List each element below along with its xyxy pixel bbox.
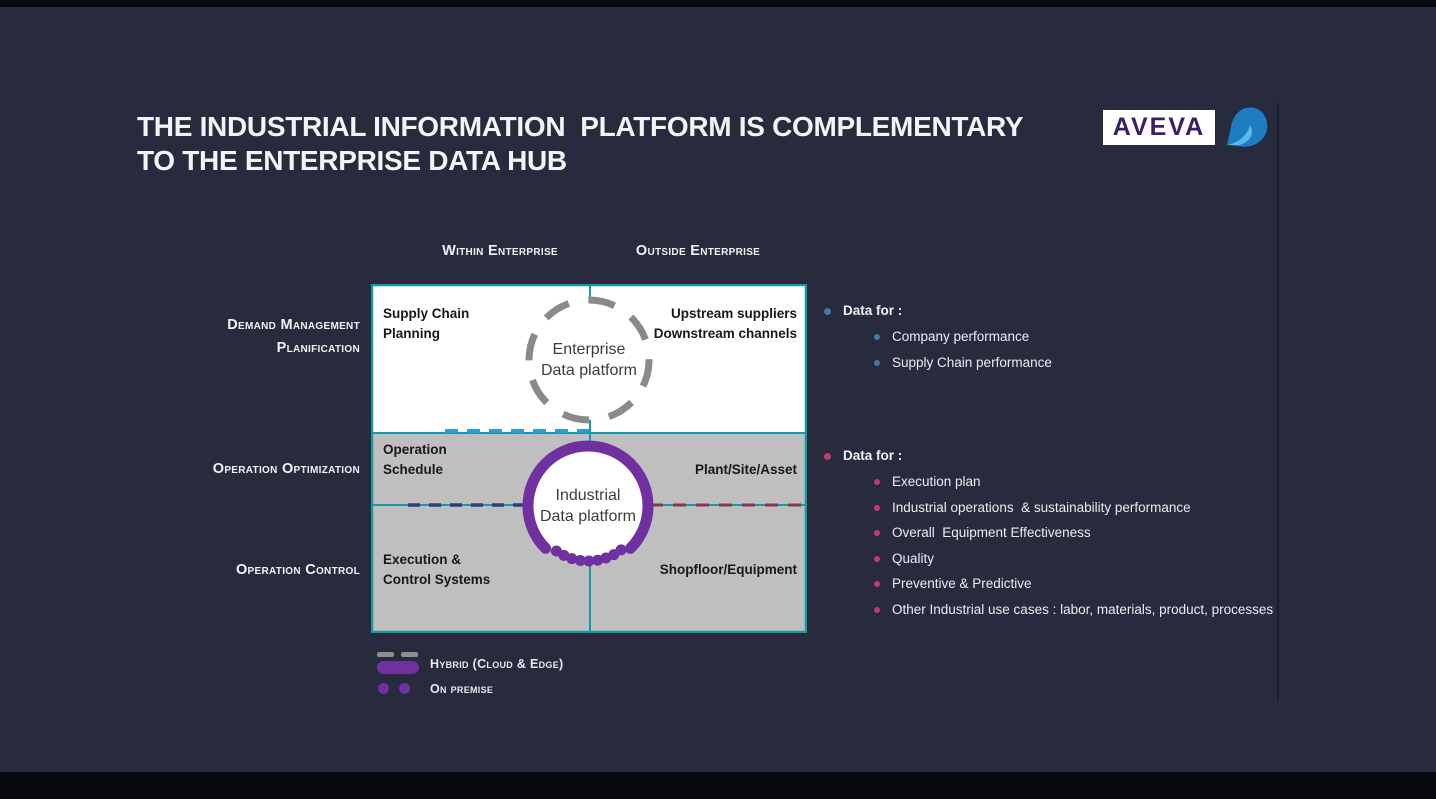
list-item: Industrial operations & sustainability p… [874,500,1304,515]
right-edge-divider-line [1277,103,1279,700]
note2-header-text: Data for : [843,448,903,463]
note1-header-bullet [824,308,831,315]
list-item: Other Industrial use cases : labor, mate… [874,602,1304,617]
hybrid-dash-bar-icon [377,652,419,675]
industrial-data-platform-label: Industrial Data platform [539,487,637,526]
legend-label-hybrid: Hybrid (Cloud & Edge) [430,657,564,671]
note-enterprise-data-for: Data for : Company performance Supply Ch… [824,303,1304,369]
matrix-grid: Supply Chain Planning Upstream suppliers… [371,284,807,633]
top-letterbox-strip [0,0,1436,7]
list-item: Supply Chain performance [874,355,1304,370]
list-item: Execution plan [874,475,1304,489]
grid-outer-border [371,284,807,633]
row-label-operation-optimization: Operation Optimization [212,461,360,477]
slide-title: THE INDUSTRIAL INFORMATION PLATFORM IS C… [137,110,1117,179]
note2-header-bullet [824,453,831,460]
matrix-grid-graphics [371,284,807,633]
slide-title-line2: TO THE ENTERPRISE DATA HUB [137,145,567,177]
bottom-letterbox-strip [0,772,1436,799]
note-industrial-data-for: Data for : Execution plan Industrial ope… [824,448,1304,616]
cell-plant-site-asset: Plant/Site/Asset [694,462,797,477]
list-item: Overall Equipment Effectiveness [874,526,1304,540]
industrial-platform-hybrid-arc [522,440,654,554]
list-item: Quality [874,551,1304,566]
aveva-logo-wordmark: AVEVA [1103,110,1215,145]
cell-shopfloor-equipment: Shopfloor/Equipment [659,562,797,577]
cell-supply-chain-planning: Supply Chain Planning [383,306,470,342]
row-label-demand-management: Demand Management Planification [227,317,360,357]
note1-header-text: Data for : [843,303,903,318]
aveva-leaf-icon [1227,107,1268,147]
cell-upstream-downstream: Upstream suppliers Downstream channels [653,306,797,342]
industrial-platform-onpremise-dots [550,544,627,567]
slide-title-line1: THE INDUSTRIAL INFORMATION PLATFORM IS C… [137,111,1024,142]
on-premise-dots-icon [378,683,420,694]
list-item: Preventive & Predictive [874,577,1304,591]
legend-label-on-premise: On premise [430,682,494,696]
list-item: Company performance [874,330,1304,344]
cell-operation-schedule: Operation Schedule [383,442,447,478]
column-header-outside-enterprise: Outside Enterprise [635,243,761,259]
enterprise-data-platform-label: Enterprise Data platform [540,341,638,380]
row-label-operation-control: Operation Control [235,562,360,578]
industrial-platform-circle [530,448,646,564]
enterprise-platform-circle [525,296,653,424]
column-header-within-enterprise: Within Enterprise [442,243,558,259]
cell-execution-control-systems: Execution & Control Systems [383,552,491,588]
